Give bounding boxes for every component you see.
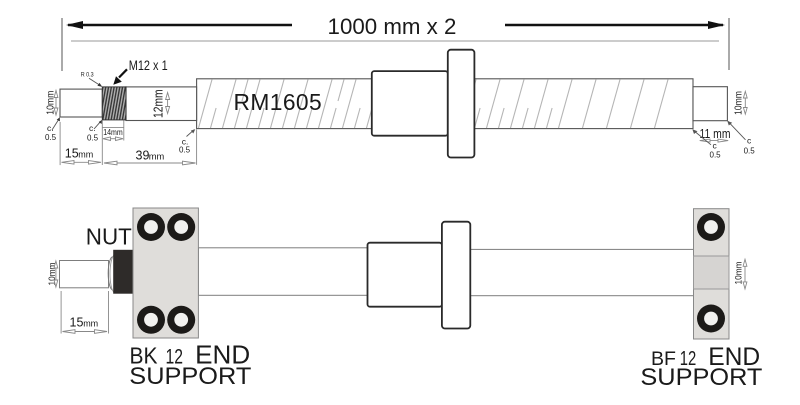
svg-text:R 0.3: R 0.3 (81, 71, 94, 78)
svg-text:c.: c. (89, 123, 96, 133)
svg-text:0.5: 0.5 (710, 151, 722, 160)
svg-text:c: c (713, 141, 718, 151)
svg-text:BK: BK (130, 343, 158, 369)
svg-text:RM1605: RM1605 (234, 89, 323, 115)
svg-text:c.: c. (182, 136, 189, 146)
svg-text:mm: mm (83, 318, 98, 328)
svg-text:15: 15 (70, 315, 84, 329)
svg-text:12: 12 (680, 348, 697, 370)
svg-text:END: END (708, 343, 760, 371)
svg-text:M12 x 1: M12 x 1 (129, 57, 168, 73)
svg-text:0.5: 0.5 (179, 146, 191, 155)
svg-text:SUPPORT: SUPPORT (640, 364, 762, 391)
svg-text:SUPPORT: SUPPORT (129, 363, 251, 390)
svg-text:10mm: 10mm (734, 91, 745, 115)
svg-text:39: 39 (136, 148, 150, 162)
svg-text:12mm: 12mm (151, 89, 166, 118)
svg-text:10mm: 10mm (47, 262, 58, 285)
svg-text:mm: mm (149, 151, 165, 161)
svg-text:mm: mm (78, 150, 93, 160)
svg-text:0.5: 0.5 (45, 133, 57, 142)
svg-text:10mm: 10mm (46, 91, 57, 115)
svg-text:END: END (195, 342, 250, 370)
svg-text:15: 15 (65, 147, 79, 161)
svg-text:11 mm: 11 mm (700, 127, 731, 141)
svg-text:c: c (747, 135, 752, 145)
svg-text:NUT: NUT (86, 223, 132, 249)
svg-text:BF: BF (651, 348, 676, 370)
svg-text:0.5: 0.5 (87, 134, 99, 143)
svg-text:c.: c. (47, 123, 54, 133)
svg-text:0.5: 0.5 (744, 147, 756, 156)
svg-text:12: 12 (166, 345, 184, 369)
svg-text:10mm: 10mm (733, 261, 744, 284)
svg-text:14mm: 14mm (103, 128, 123, 137)
svg-text:1000 mm x 2: 1000 mm x 2 (328, 14, 457, 39)
